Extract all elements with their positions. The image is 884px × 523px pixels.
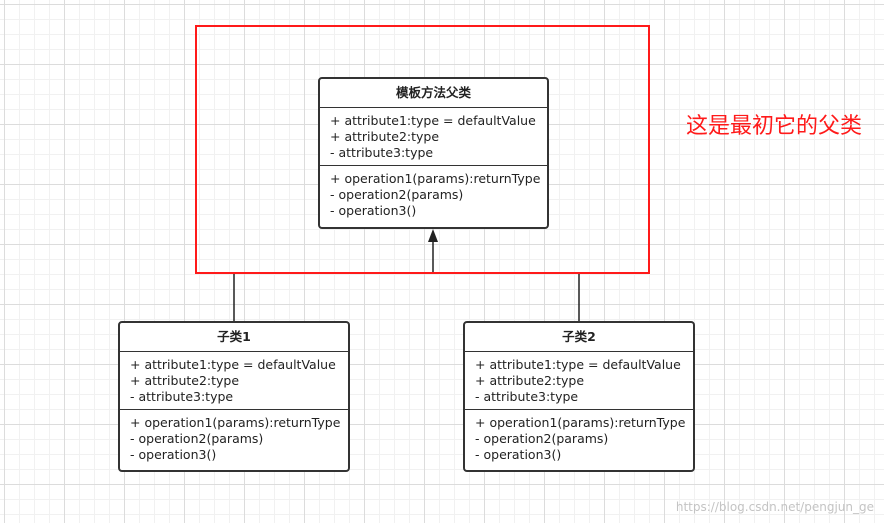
attributes-compartment: + attribute1:type = defaultValue + attri…: [320, 108, 547, 165]
operation: + operation1(params):returnType: [130, 415, 341, 430]
operation: - operation2(params): [475, 431, 609, 446]
operations-compartment: + operation1(params):returnType - operat…: [120, 409, 348, 467]
attribute: - attribute3:type: [130, 389, 234, 404]
attribute: - attribute3:type: [475, 389, 579, 404]
operation: + operation1(params):returnType: [330, 171, 541, 186]
attributes-compartment: + attribute1:type = defaultValue + attri…: [465, 352, 693, 409]
operation: - operation3(): [475, 447, 562, 462]
attribute: + attribute1:type = defaultValue: [330, 113, 536, 128]
class-name: 模板方法父类: [320, 79, 547, 108]
child-class-1[interactable]: 子类1 + attribute1:type = defaultValue + a…: [118, 321, 350, 472]
operation: - operation3(): [130, 447, 217, 462]
parent-class[interactable]: 模板方法父类 + attribute1:type = defaultValue …: [318, 77, 549, 229]
connector-child-1: [233, 272, 433, 321]
attribute: + attribute1:type = defaultValue: [130, 357, 336, 372]
attribute: + attribute1:type = defaultValue: [475, 357, 681, 372]
operation: - operation2(params): [330, 187, 464, 202]
operation: - operation3(): [330, 203, 417, 218]
operations-compartment: + operation1(params):returnType - operat…: [465, 409, 693, 467]
attribute: + attribute2:type: [475, 373, 585, 388]
attribute: + attribute2:type: [330, 129, 440, 144]
attributes-compartment: + attribute1:type = defaultValue + attri…: [120, 352, 348, 409]
operation: - operation2(params): [130, 431, 264, 446]
attribute: + attribute2:type: [130, 373, 240, 388]
operations-compartment: + operation1(params):returnType - operat…: [320, 165, 547, 223]
highlight-frame: [195, 25, 650, 274]
operation: + operation1(params):returnType: [475, 415, 686, 430]
attribute: - attribute3:type: [330, 145, 434, 160]
watermark: https://blog.csdn.net/pengjun_ge: [675, 500, 874, 514]
annotation-text: 这是最初它的父类: [686, 114, 863, 139]
class-name: 子类2: [465, 323, 693, 352]
connector-child-2: [433, 272, 580, 321]
child-class-2[interactable]: 子类2 + attribute1:type = defaultValue + a…: [463, 321, 695, 472]
class-name: 子类1: [120, 323, 348, 352]
inheritance-arrowhead: [428, 229, 438, 242]
